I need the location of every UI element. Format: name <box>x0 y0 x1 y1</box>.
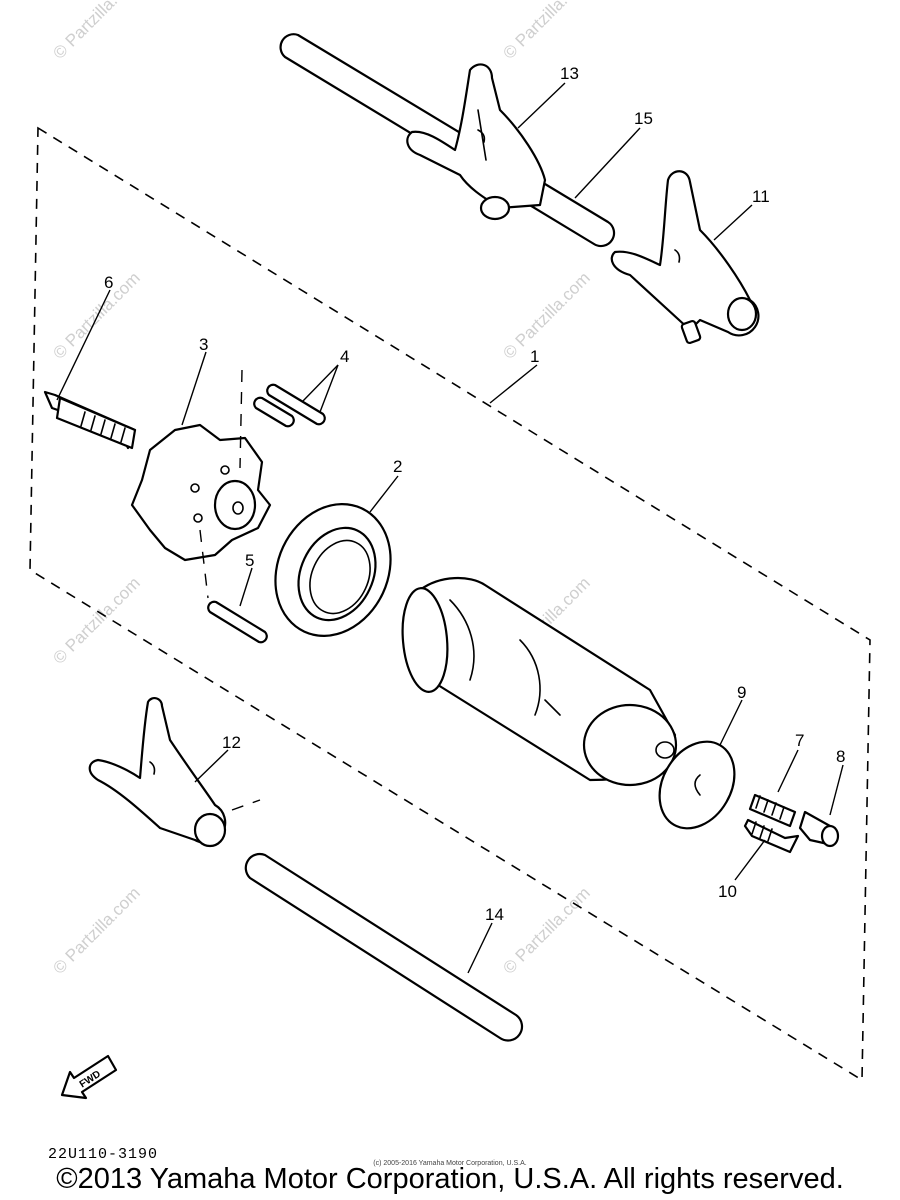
part-2-bearing <box>274 503 392 637</box>
callout-4: 4 <box>340 347 349 366</box>
callout-13: 13 <box>560 64 579 83</box>
part-13-shift-fork <box>406 63 547 221</box>
part-3-segment <box>130 423 272 562</box>
part-11-shift-fork <box>610 170 760 345</box>
guide-line <box>231 799 261 811</box>
watermark: © Partzilla.com <box>49 0 143 63</box>
small-copyright: (c) 2005-2016 Yamaha Motor Corporation, … <box>373 1160 527 1167</box>
callout-2: 2 <box>393 457 402 476</box>
part-9-plate <box>658 740 736 830</box>
shift-drum <box>401 576 678 787</box>
part-7-spring <box>748 793 797 828</box>
callout-6: 6 <box>104 273 113 292</box>
part-5-pin <box>207 600 268 644</box>
callout-10: 10 <box>718 882 737 901</box>
part-8-plunger <box>798 810 840 848</box>
callout-labels: 1 2 3 4 5 6 7 8 9 10 11 12 13 14 15 <box>104 64 845 924</box>
guide-line <box>239 369 243 469</box>
callout-8: 8 <box>836 747 845 766</box>
fwd-arrow-icon: FWD <box>60 1054 118 1100</box>
callout-12: 12 <box>222 733 241 752</box>
callout-14: 14 <box>485 905 504 924</box>
watermark: © Partzilla.com <box>499 268 593 362</box>
callout-11: 11 <box>752 187 770 206</box>
diagram-code: 22U110-3190 <box>48 1146 159 1163</box>
callout-7: 7 <box>795 731 804 750</box>
watermark: © Partzilla.com <box>499 0 593 63</box>
leader-lines <box>56 82 844 974</box>
part-4-pins <box>253 383 326 428</box>
callout-9: 9 <box>737 683 746 702</box>
part-12-shift-fork <box>88 696 227 848</box>
watermark: © Partzilla.com <box>49 268 143 362</box>
callout-3: 3 <box>199 335 208 354</box>
callout-15: 15 <box>634 109 653 128</box>
callout-5: 5 <box>245 551 254 570</box>
copyright-notice: ©2013 Yamaha Motor Corporation, U.S.A. A… <box>56 1163 844 1195</box>
watermark: © Partzilla.com <box>499 883 593 977</box>
assembly-boundary <box>29 126 871 1082</box>
part-10-screw <box>743 818 800 854</box>
callout-1: 1 <box>530 347 539 366</box>
watermark: © Partzilla.com <box>49 573 143 667</box>
guide-line <box>199 529 209 599</box>
part-14-guide-bar <box>244 852 524 1042</box>
watermark: © Partzilla.com <box>49 883 143 977</box>
part-6-bolt <box>43 390 137 450</box>
